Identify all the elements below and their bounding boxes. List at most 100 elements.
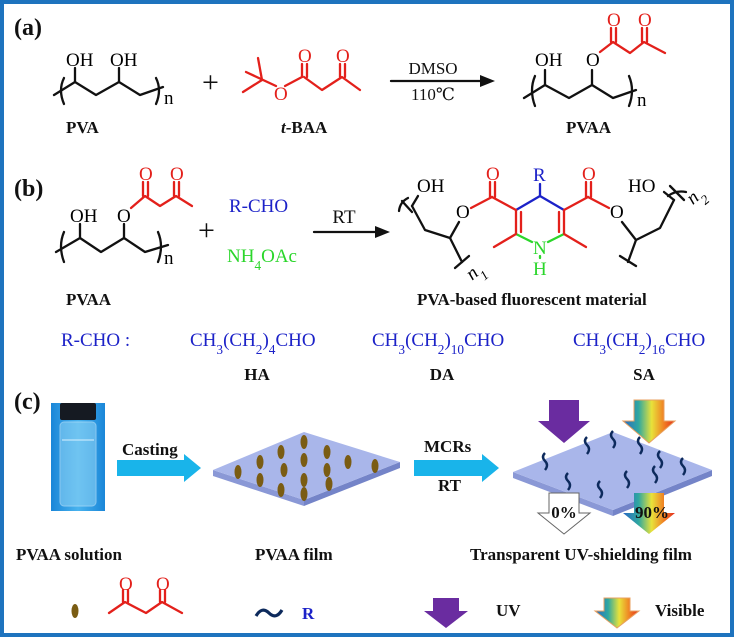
carbonyl-oxygen: O <box>607 10 621 31</box>
reaction-arrow-a <box>389 75 495 87</box>
aldehyde-reagent: R-CHO <box>229 196 288 217</box>
r-group-wave <box>679 457 687 476</box>
mcrs-arrow <box>414 454 499 482</box>
temperature-label: 110℃ <box>411 85 455 104</box>
r-group-wave <box>636 436 644 455</box>
film-label: PVAA film <box>255 545 333 564</box>
acac-dot <box>325 477 333 491</box>
legend-uv-label: UV <box>496 601 521 620</box>
carbonyl-oxygen: O <box>582 164 596 185</box>
pvaa-label-b: PVAA <box>66 290 112 309</box>
casting-label: Casting <box>122 440 178 459</box>
plus-sign: + <box>198 214 215 247</box>
legend-visible-label: Visible <box>655 601 705 620</box>
solvent-label: DMSO <box>408 59 457 78</box>
vial-photo <box>51 403 105 511</box>
visible-incident-arrow <box>621 399 677 444</box>
pvaa-film <box>213 432 400 506</box>
r-group-wave <box>541 452 549 471</box>
hydroxyl-label: OH <box>417 176 445 197</box>
ester-oxygen: O <box>456 202 470 223</box>
aldehyde-formula-sa: CH3(CH2)16CHO <box>573 330 705 357</box>
aldehyde-formula-da: CH3(CH2)10CHO <box>372 330 504 357</box>
r-group-wave <box>596 480 604 499</box>
ammonium-acetate: NH4OAc <box>227 246 297 273</box>
acac-dot <box>323 445 331 459</box>
repeat-n: n <box>164 248 174 269</box>
ester-oxygen: O <box>586 50 600 71</box>
r-group-wave <box>609 430 617 449</box>
rcho-prefix: R-CHO : <box>61 330 130 351</box>
acac-dot <box>371 459 379 473</box>
r-group-wave <box>623 470 631 489</box>
legend-uv-arrow <box>424 598 468 628</box>
casting-arrow <box>117 454 201 482</box>
acac-dot <box>323 463 331 477</box>
carbonyl-oxygen: O <box>638 10 652 31</box>
final-film-label: Transparent UV-shielding film <box>470 545 692 564</box>
acac-dot <box>256 455 264 469</box>
repeat-n: n <box>164 88 174 109</box>
ester-oxygen: O <box>274 84 288 105</box>
fluorescent-product-structure: R N H O O n1 OH O O HO n2 <box>397 164 713 289</box>
carbonyl-oxygen: O <box>139 164 153 185</box>
aldehyde-abbr-ha: HA <box>244 365 270 384</box>
acac-dot <box>300 453 308 467</box>
carbonyl-oxygen: O <box>298 46 312 67</box>
r-group: R <box>533 165 546 186</box>
hydroxyl-label: OH <box>110 50 138 71</box>
repeat-n2: n2 <box>683 182 713 213</box>
plus-sign: + <box>202 66 219 99</box>
tbaa-label: t-BAA <box>281 118 328 137</box>
rt-label: RT <box>438 476 462 495</box>
r-group-wave <box>656 450 664 469</box>
carbonyl-oxygen: O <box>119 574 133 595</box>
r-group-wave <box>583 436 591 455</box>
r-group-wave <box>564 472 572 491</box>
ester-oxygen: O <box>117 206 131 227</box>
pvaa-structure-b: OH O n O O <box>54 164 194 269</box>
visible-transmitted-arrow <box>623 493 675 534</box>
legend-visible-arrow <box>593 597 641 629</box>
mcrs-label: MCRs <box>424 437 472 456</box>
acac-dot <box>280 463 288 477</box>
carbonyl-oxygen: O <box>170 164 184 185</box>
carbonyl-oxygen: O <box>156 574 170 595</box>
uv-shielding-film <box>513 430 712 516</box>
carbonyl-oxygen: O <box>336 46 350 67</box>
hydroxyl-label: OH <box>535 50 563 71</box>
condition-label: RT <box>332 207 356 228</box>
repeat-n: n <box>637 90 647 111</box>
repeat-n1: n1 <box>462 258 491 289</box>
acac-dot <box>234 465 242 479</box>
acac-dot <box>300 487 308 501</box>
solution-label: PVAA solution <box>16 545 123 564</box>
legend-dot <box>71 604 79 618</box>
hydrogen: H <box>533 259 547 280</box>
legend: O O R UV Visible <box>71 574 705 629</box>
nitrogen: N <box>533 238 547 259</box>
acac-dot <box>256 473 264 487</box>
panel-b-label: (b) <box>14 176 43 202</box>
tbaa-structure: O O O <box>241 46 362 105</box>
legend-r-label: R <box>302 604 315 623</box>
ester-oxygen: O <box>610 202 624 223</box>
reaction-arrow-b <box>312 226 390 238</box>
aldehyde-abbr-sa: SA <box>633 365 655 384</box>
acac-dot <box>300 473 308 487</box>
hydroxyl-label: OH <box>70 206 98 227</box>
acac-dot <box>277 483 285 497</box>
aldehyde-abbr-da: DA <box>430 365 455 384</box>
pvaa-structure-a: OH O n O O <box>522 10 667 111</box>
acac-dot <box>277 445 285 459</box>
panel-c-label: (c) <box>14 389 41 415</box>
acac-dot <box>300 435 308 449</box>
hydroxyl-label: OH <box>66 50 94 71</box>
legend-wave <box>254 608 284 618</box>
carbonyl-oxygen: O <box>486 164 500 185</box>
pvaa-label-a: PVAA <box>566 118 612 137</box>
hydroxyl-label: HO <box>628 176 655 197</box>
